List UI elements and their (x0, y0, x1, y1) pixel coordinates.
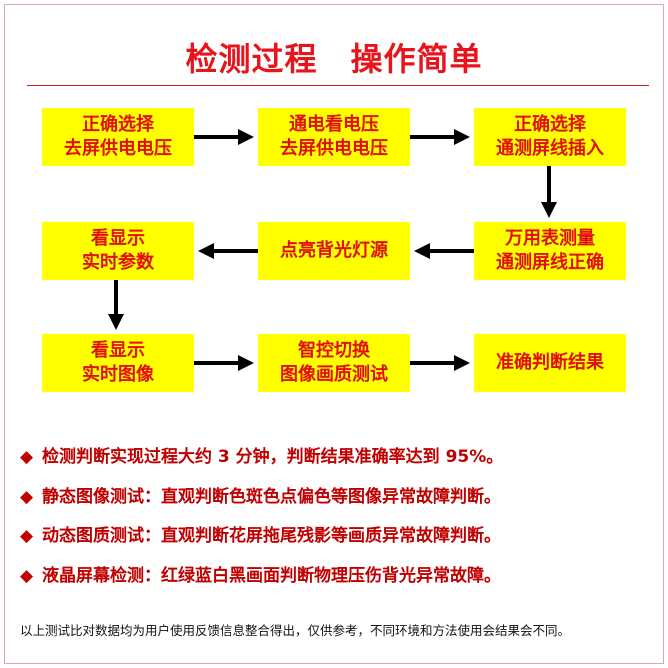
step-text: 看显示 (91, 228, 145, 249)
step-text: 通测屏线插入 (496, 138, 604, 159)
step-text: 通测屏线正确 (496, 252, 604, 273)
diamond-icon: ◆ (20, 526, 34, 546)
step-9: 准确判断结果 (474, 334, 626, 392)
footnote: 以上测试比对数据均为用户使用反馈信息整合得出，仅供参考，不同环境和方法使用会结果… (20, 623, 571, 638)
step-text: 正确选择 (514, 114, 586, 135)
step-text: 点亮背光灯源 (280, 240, 388, 261)
bullet-text: 静态图像测试：直观判断色斑色点偏色等图像异常故障判断。 (42, 487, 501, 507)
step-text: 准确判断结果 (496, 352, 604, 373)
diamond-icon: ◆ (20, 566, 34, 586)
frame (4, 4, 664, 664)
bullet-item: ◆ 动态图质测试：直观判断花屏拖尾残影等画质异常故障判断。 (20, 521, 501, 546)
divider (27, 85, 649, 86)
page-title: 检测过程 操作简单 (185, 40, 483, 78)
step-text: 正确选择 (82, 114, 154, 135)
step-text: 图像画质测试 (280, 364, 388, 385)
step-text: 实时参数 (82, 252, 154, 273)
step-text: 去屏供电电压 (280, 138, 388, 159)
bullet-text: 动态图质测试：直观判断花屏拖尾残影等画质异常故障判断。 (42, 526, 501, 546)
diamond-icon: ◆ (20, 487, 34, 507)
step-text: 万用表测量 (505, 228, 595, 249)
diamond-icon: ◆ (20, 447, 34, 467)
bullet-item: ◆ 静态图像测试：直观判断色斑色点偏色等图像异常故障判断。 (20, 482, 501, 507)
step-2: 通电看电压去屏供电电压 (258, 108, 410, 166)
step-7: 看显示实时图像 (42, 334, 194, 392)
step-8: 智控切换图像画质测试 (258, 334, 410, 392)
step-text: 去屏供电电压 (64, 138, 172, 159)
step-4: 万用表测量通测屏线正确 (474, 222, 626, 280)
step-text: 智控切换 (298, 340, 370, 361)
bullet-item: ◆ 液晶屏幕检测：红绿蓝白黑画面判断物理压伤背光异常故障。 (20, 561, 501, 586)
bullet-text: 检测判断实现过程大约 3 分钟，判断结果准确率达到 95%。 (42, 447, 504, 467)
step-text: 实时图像 (82, 364, 154, 385)
step-6: 看显示实时参数 (42, 222, 194, 280)
step-1: 正确选择去屏供电电压 (42, 108, 194, 166)
step-text: 通电看电压 (289, 114, 379, 135)
bullet-text: 液晶屏幕检测：红绿蓝白黑画面判断物理压伤背光异常故障。 (42, 566, 501, 586)
step-3: 正确选择通测屏线插入 (474, 108, 626, 166)
bullet-item: ◆ 检测判断实现过程大约 3 分钟，判断结果准确率达到 95%。 (20, 442, 503, 467)
step-5: 点亮背光灯源 (258, 222, 410, 280)
step-text: 看显示 (91, 340, 145, 361)
